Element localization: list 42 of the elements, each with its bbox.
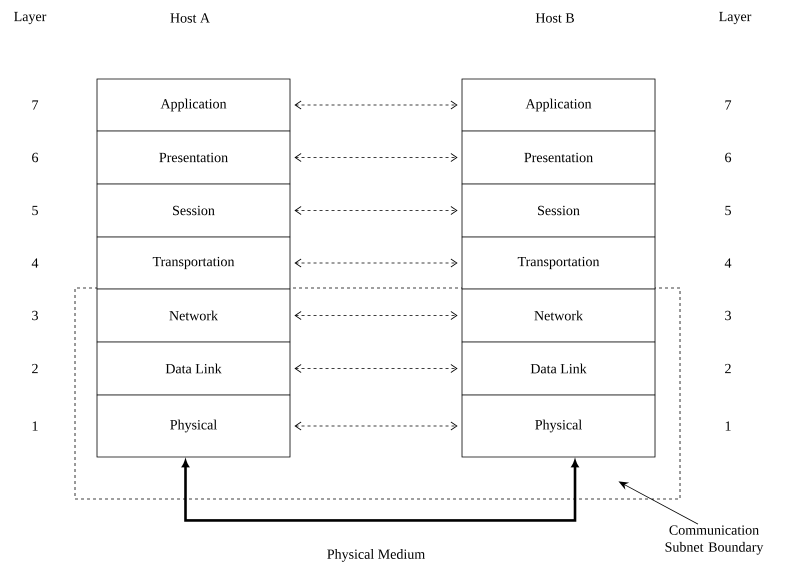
layer-number: 7 <box>32 100 38 110</box>
layer-number: 3 <box>32 310 38 320</box>
column-heading: Host B <box>536 13 574 23</box>
column-heading: Layer <box>14 12 46 24</box>
layer-number: 5 <box>725 206 731 216</box>
layer-box: Data Link <box>462 342 656 396</box>
callout-text: Communication Subnet Boundary <box>666 525 764 555</box>
layer-number: 5 <box>32 206 38 216</box>
layer-number: 6 <box>32 152 38 162</box>
layer-number: 6 <box>725 152 732 162</box>
layer-box: Physical <box>462 394 656 458</box>
layer-box: Transportation <box>462 236 656 290</box>
layer-box: Physical <box>96 394 290 458</box>
layer-number: 2 <box>725 364 731 374</box>
layer-box: Network <box>96 288 290 342</box>
arrow <box>294 364 458 373</box>
layer-number: 7 <box>725 100 732 110</box>
layer-number: 2 <box>32 364 38 374</box>
layer-box: Session <box>462 184 656 238</box>
layer-box: Application <box>462 78 656 132</box>
arrow <box>294 153 458 162</box>
arrow <box>294 100 458 110</box>
edge-label: Physical Medium <box>327 549 425 562</box>
layer-box: Presentation <box>96 130 290 184</box>
layer-box: Transportation <box>96 236 290 290</box>
layer-number: 4 <box>724 258 732 268</box>
arrow <box>294 258 458 268</box>
arrow <box>294 422 458 430</box>
arrow <box>294 206 458 215</box>
layer-number: 3 <box>725 310 731 320</box>
medium-arrow <box>182 460 579 522</box>
layer-box: Session <box>96 184 290 238</box>
layer-box: Presentation <box>462 130 656 184</box>
column-heading: Layer <box>719 12 752 24</box>
layer-box: Data Link <box>96 342 290 396</box>
layer-number: 1 <box>32 421 38 431</box>
arrow <box>294 311 458 320</box>
column-heading: Host A <box>170 13 210 23</box>
layer-number: 1 <box>726 421 731 431</box>
layer-box: Application <box>96 78 290 132</box>
layer-box: Network <box>462 288 656 342</box>
layer-number: 4 <box>32 258 38 268</box>
